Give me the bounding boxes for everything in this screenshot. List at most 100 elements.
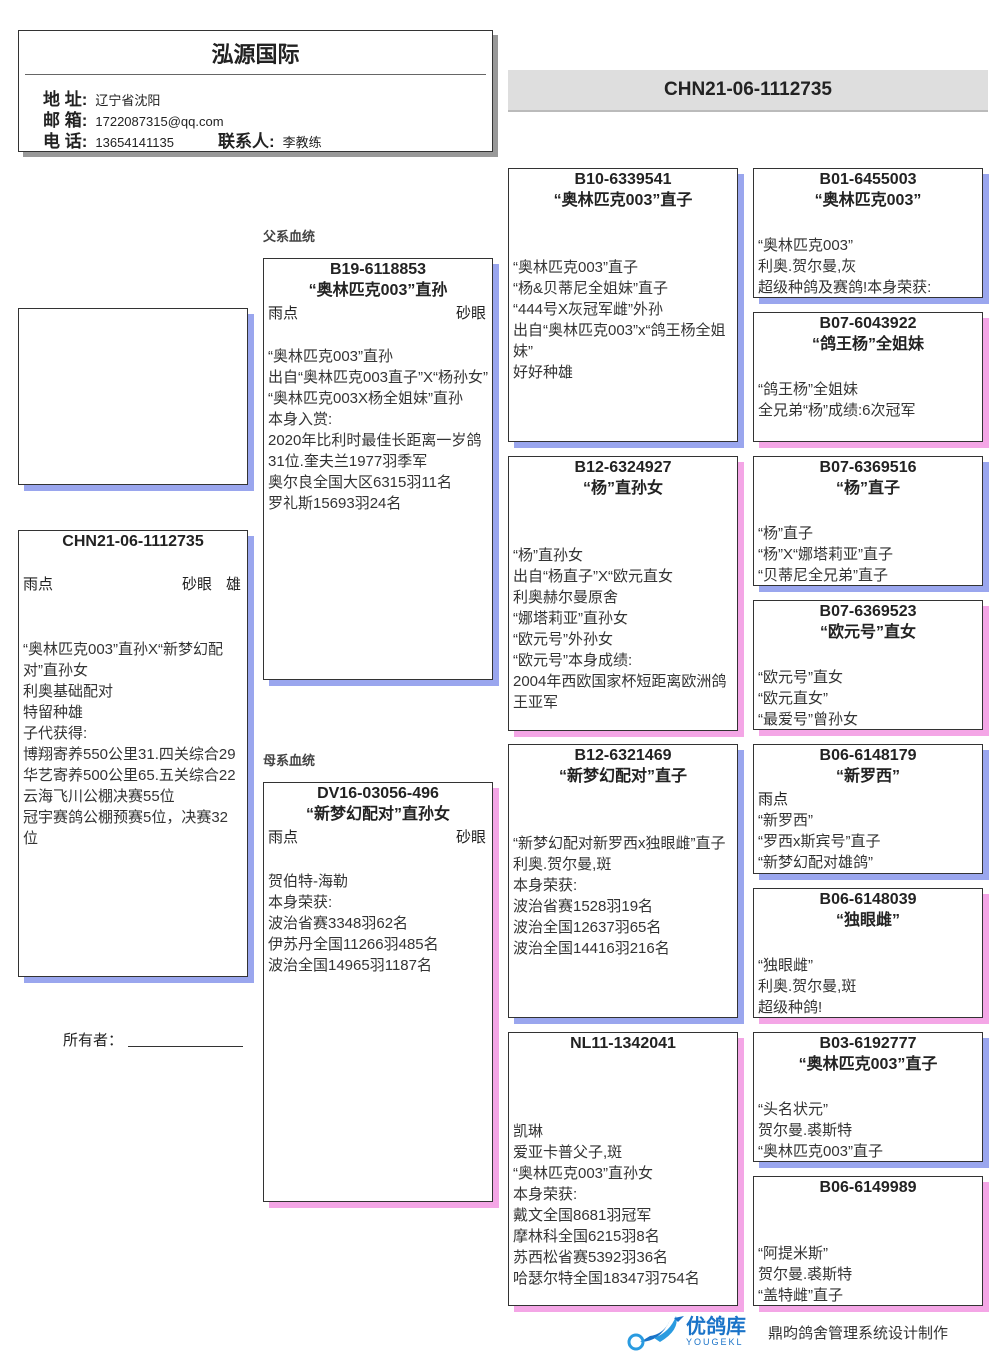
note-line: 爱亚卡普父子,斑 (513, 1144, 623, 1161)
bird-notes: 凯琳爱亚卡普父子,斑“奥林匹克003”直孙女本身荣获:戴文全国8681羽冠军摩林… (513, 1121, 733, 1289)
note-line: 利奥.贺尔曼,灰 (758, 258, 857, 275)
note-line: 博翔寄养550公里31.四关综合29 (23, 746, 236, 763)
note-line: “盖特雌”直子 (758, 1287, 843, 1304)
ancestor-card: B07-6369523“欧元号”直女“欧元号”直女“欧元直女”“最爱号”曾孙女 (753, 600, 983, 730)
note-line: 子代获得: (23, 725, 88, 742)
bird-notes: “奥林匹克003”利奥.贺尔曼,灰超级种鸽及赛鸽!本身荣获: (758, 235, 978, 298)
bird-notes: “奥林匹克003”直子“杨&贝蒂尼全姐妹”直子“444号X灰冠军雌”外孙出自“奥… (513, 257, 733, 383)
note-line: “罗西x斯宾号”直子 (758, 833, 881, 850)
footer: 优鸽库 YOUGEKL 鼎昀鸽舍管理系统设计制作 (620, 1310, 948, 1354)
note-line: “欧元号”外孙女 (513, 631, 613, 648)
ancestor-card: B03-6192777 “奥林匹克003”直子 “头名状元” 贺尔曼.裘斯特 “奥林匹克… (753, 1032, 983, 1162)
bird-name: “奥林匹克003” (814, 192, 922, 209)
ring-number: B03-6192777 (819, 1035, 917, 1052)
note-line: 伊苏丹全国11266羽485名 (268, 936, 439, 953)
note-line: 超级种鸽! (758, 999, 823, 1016)
bird-name: “奥林匹克003”直子 (798, 1056, 938, 1073)
note-line: 本身入赏: (268, 411, 333, 428)
ancestor-card: B07-6043922“鸽王杨”全姐妹“鸽王杨”全姐妹全兄弟“杨”成绩:6次冠军 (753, 312, 983, 442)
note-line: 超级种鸽及赛鸽!本身荣获: (758, 279, 932, 296)
note-line: “欧元直女” (758, 690, 828, 707)
dam-line-label: 母系血统 (263, 753, 316, 768)
bird-notes: “奥林匹克003”直孙X“新梦幻配对”直孙女利奥基础配对特留种雄子代获得:博翔寄… (23, 639, 243, 849)
bird-notes: 贺伯特-海勒本身荣获: 波治省赛3348羽62名伊苏丹全国11266羽485名波治… (268, 871, 488, 976)
note-line: 利奥.贺尔曼,斑 (513, 856, 612, 873)
ring-number: B12-6321469 (574, 747, 672, 764)
note-line: 哈瑟尔特全国18347羽754名 (513, 1270, 700, 1287)
note-line: “最爱号”曾孙女 (758, 711, 858, 728)
bird-notes: “阿提米斯”贺尔曼.裘斯特“盖特雌”直子 (758, 1243, 978, 1306)
note-line: 苏西松省赛5392羽36名 (513, 1249, 669, 1266)
ancestor-card: DV16-03056-496“新梦幻配对”直孙女雨点砂眼贺伯特-海勒本身荣获:波… (263, 782, 493, 1202)
note-line: “杨&贝蒂尼全姐妹”直子 (513, 280, 668, 297)
note-line: 摩林科全国6215羽8名 (513, 1228, 660, 1245)
bird-notes: “头名状元” 贺尔曼.裘斯特 “奥林匹克003”直子 (758, 1099, 978, 1162)
ring-number: CHN21-06-1112735 (62, 533, 204, 550)
sex: 雄 (225, 576, 241, 593)
note-line: 本身荣获: (268, 894, 333, 911)
note-line: “新梦幻配对雄鸽” (758, 854, 873, 871)
ring-number: B07-6043922 (819, 315, 917, 332)
feather-color: 雨点 (758, 791, 789, 808)
feather-color: 雨点 (268, 829, 299, 846)
divider (25, 74, 486, 75)
bird-name: “新梦幻配对”直孙女 (305, 806, 450, 823)
email-row: 邮 箱:1722087315@qq.com (43, 106, 224, 131)
contact-label: 联系人: (217, 132, 275, 151)
ancestor-card: B19-6118853“奥林匹克003”直孙雨点砂眼“奥林匹克003”直孙出自“… (263, 258, 493, 680)
logo-text: 优鸽库 YOUGEKL (686, 1317, 746, 1347)
phone-value: 13654141135 (95, 135, 174, 150)
yougeku-logo-icon (627, 1316, 684, 1351)
bird-notes: “新罗西” “罗西x斯宾号”直子 “新梦幻配对雄鸽” (758, 810, 978, 873)
bird-name: “欧元号”直女 (819, 624, 916, 641)
note-line: 波治全国14965羽1187名 (268, 957, 432, 974)
note-line: “杨”X“娜塔莉亚”直子 (758, 546, 893, 563)
traits-row: 雨点砂眼 (268, 827, 486, 848)
ring-number: B01-6455003 (819, 171, 917, 188)
note-line: 波治省赛3348羽62名 (268, 915, 409, 932)
note-line: 奥尔良全国大区6315羽11名 (268, 474, 452, 491)
ring-number: NL11-1342041 (570, 1035, 676, 1052)
traits-row: 雨点 (758, 789, 976, 810)
note-line: 贺尔曼.裘斯特 (758, 1122, 853, 1139)
feather-color: 雨点 (23, 576, 54, 593)
note-line: “奥林匹克003”直子 (758, 1143, 884, 1160)
note-line: “奥林匹克003”直孙 (268, 348, 394, 365)
note-line: “贝蒂尼全兄弟”直子 (758, 567, 888, 584)
note-line: “头名状元” (758, 1101, 828, 1118)
note-line: 波治全国12637羽65名 (513, 919, 662, 936)
ancestor-card: B12-6324927“杨”直孙女“杨”直孙女出自“杨直子”X“欧元直女利奥赫尔… (508, 456, 738, 731)
ring-number: B12-6324927 (574, 459, 672, 476)
note-line: “阿提米斯” (758, 1245, 828, 1262)
note-line: “独眼雌” (758, 957, 813, 974)
bird-notes: “杨”直子“杨”X“娜塔莉亚”直子“贝蒂尼全兄弟”直子 (758, 523, 978, 586)
bird-name: “鸽王杨”全姐妹 (811, 336, 924, 353)
note-line: 戴文全国8681羽冠军 (513, 1207, 652, 1224)
note-line: 贺伯特-海勒 (268, 873, 348, 890)
note-line: 冠宇赛鸽公棚预赛5位，决赛32位 (23, 809, 229, 847)
bird-name: “奥林匹克003”直孙 (308, 282, 448, 299)
note-line: “奥林匹克003”直孙X“新梦幻配对”直孙女 (23, 641, 224, 679)
ring-number: B19-6118853 (329, 261, 427, 278)
ring-number: B06-6148039 (819, 891, 917, 908)
note-line: 出自“杨直子”X“欧元直女 (513, 568, 673, 585)
bird-name: “独眼雌” (835, 912, 900, 929)
ring-number-banner: CHN21-06-1112735 (508, 70, 988, 112)
note-line: “欧元号”本身成绩: (513, 652, 633, 669)
note-line: “新罗西” (758, 812, 813, 829)
note-line: “杨”直孙女 (513, 547, 583, 564)
note-line: 出自“奥林匹克003”x“鸽王杨全姐妹” (513, 322, 726, 360)
note-line: “444号X灰冠军雌”外孙 (513, 301, 664, 318)
feather-color: 雨点 (268, 305, 299, 322)
bird-notes: “欧元号”直女“欧元直女”“最爱号”曾孙女 (758, 667, 978, 730)
bird-name: “奥林匹克003”直子 (553, 192, 693, 209)
note-line: 利奥.贺尔曼,斑 (758, 978, 857, 995)
address-value: 辽宁省沈阳 (95, 93, 161, 108)
traits-row: 雨点砂眼 (268, 303, 486, 324)
bird-notes: “奥林匹克003”直孙出自“奥林匹克003直子”X“杨孙女”“奥林匹克003X杨… (268, 346, 488, 514)
bird-notes: “杨”直孙女出自“杨直子”X“欧元直女利奥赫尔曼原舍“娜塔莉亚”直孙女“欧元号”… (513, 545, 733, 713)
email-value: 1722087315@qq.com (95, 114, 224, 129)
note-line: “奥林匹克003X杨全姐妹”直孙 (268, 390, 464, 407)
